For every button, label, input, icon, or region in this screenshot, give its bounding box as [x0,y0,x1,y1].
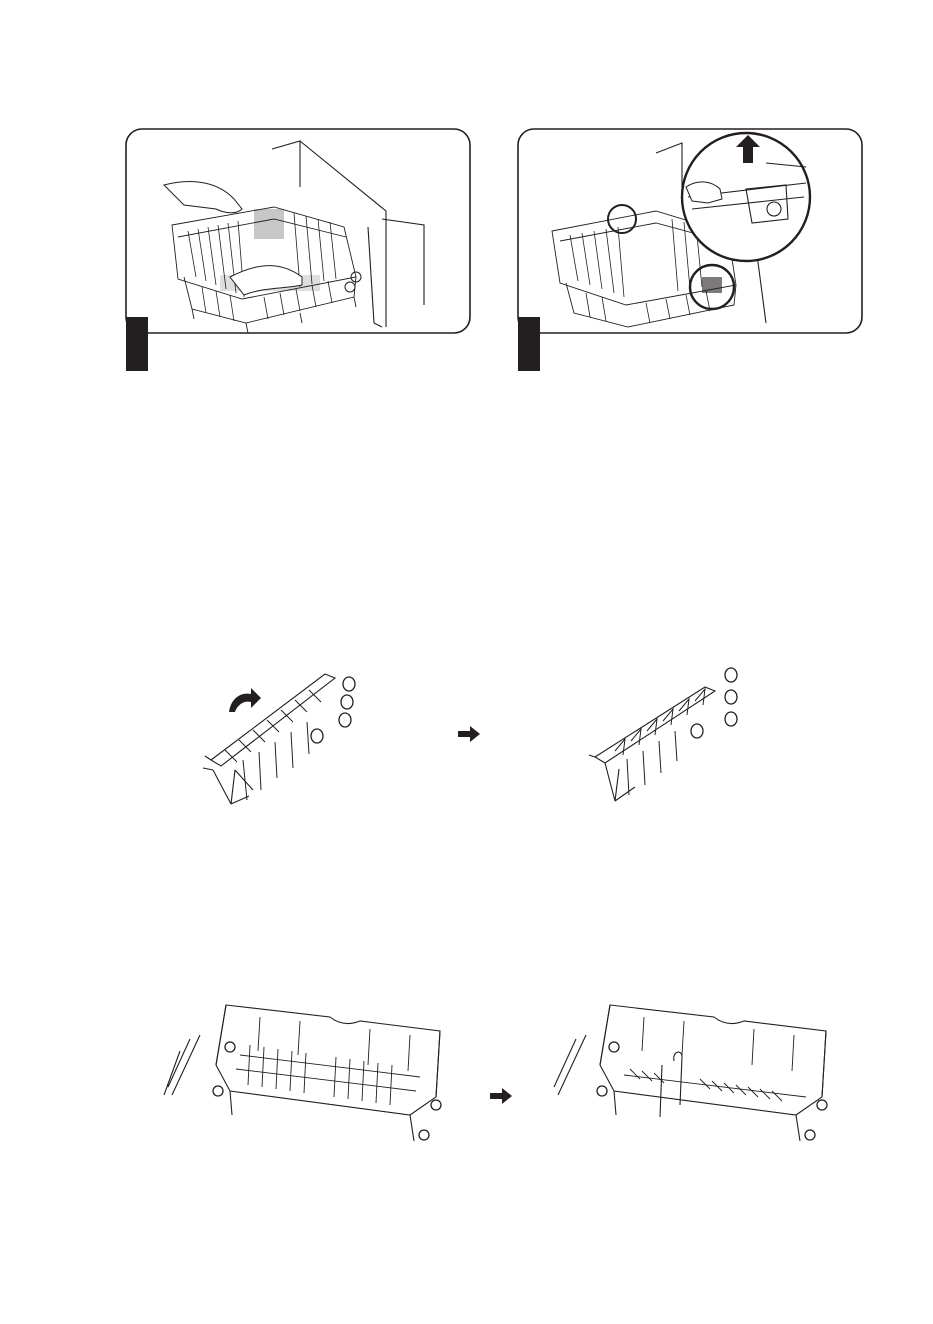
figure-lower-rack-before [160,995,450,1145]
rotate-arrow-icon [229,688,261,712]
figure-fold-tines-after [585,655,745,805]
arrow-next-icon [488,1088,514,1104]
figure-fold-tines-before [195,650,365,810]
rack-detach-illustration [516,127,866,373]
tine-row-upright-illustration [195,650,365,810]
lower-rack-tines-down-illustration [550,995,840,1145]
lower-rack-tines-up-illustration [160,995,450,1145]
tine-row-folded-illustration [585,655,745,805]
rack-removal-illustration [124,127,474,373]
figure-remove-upper-rack [124,127,474,373]
step-tab [126,333,148,371]
arrow-next-icon [456,726,482,742]
figure-detach-rack-rollers [516,127,866,373]
step-tab [518,333,540,371]
figure-lower-rack-after [550,995,840,1145]
